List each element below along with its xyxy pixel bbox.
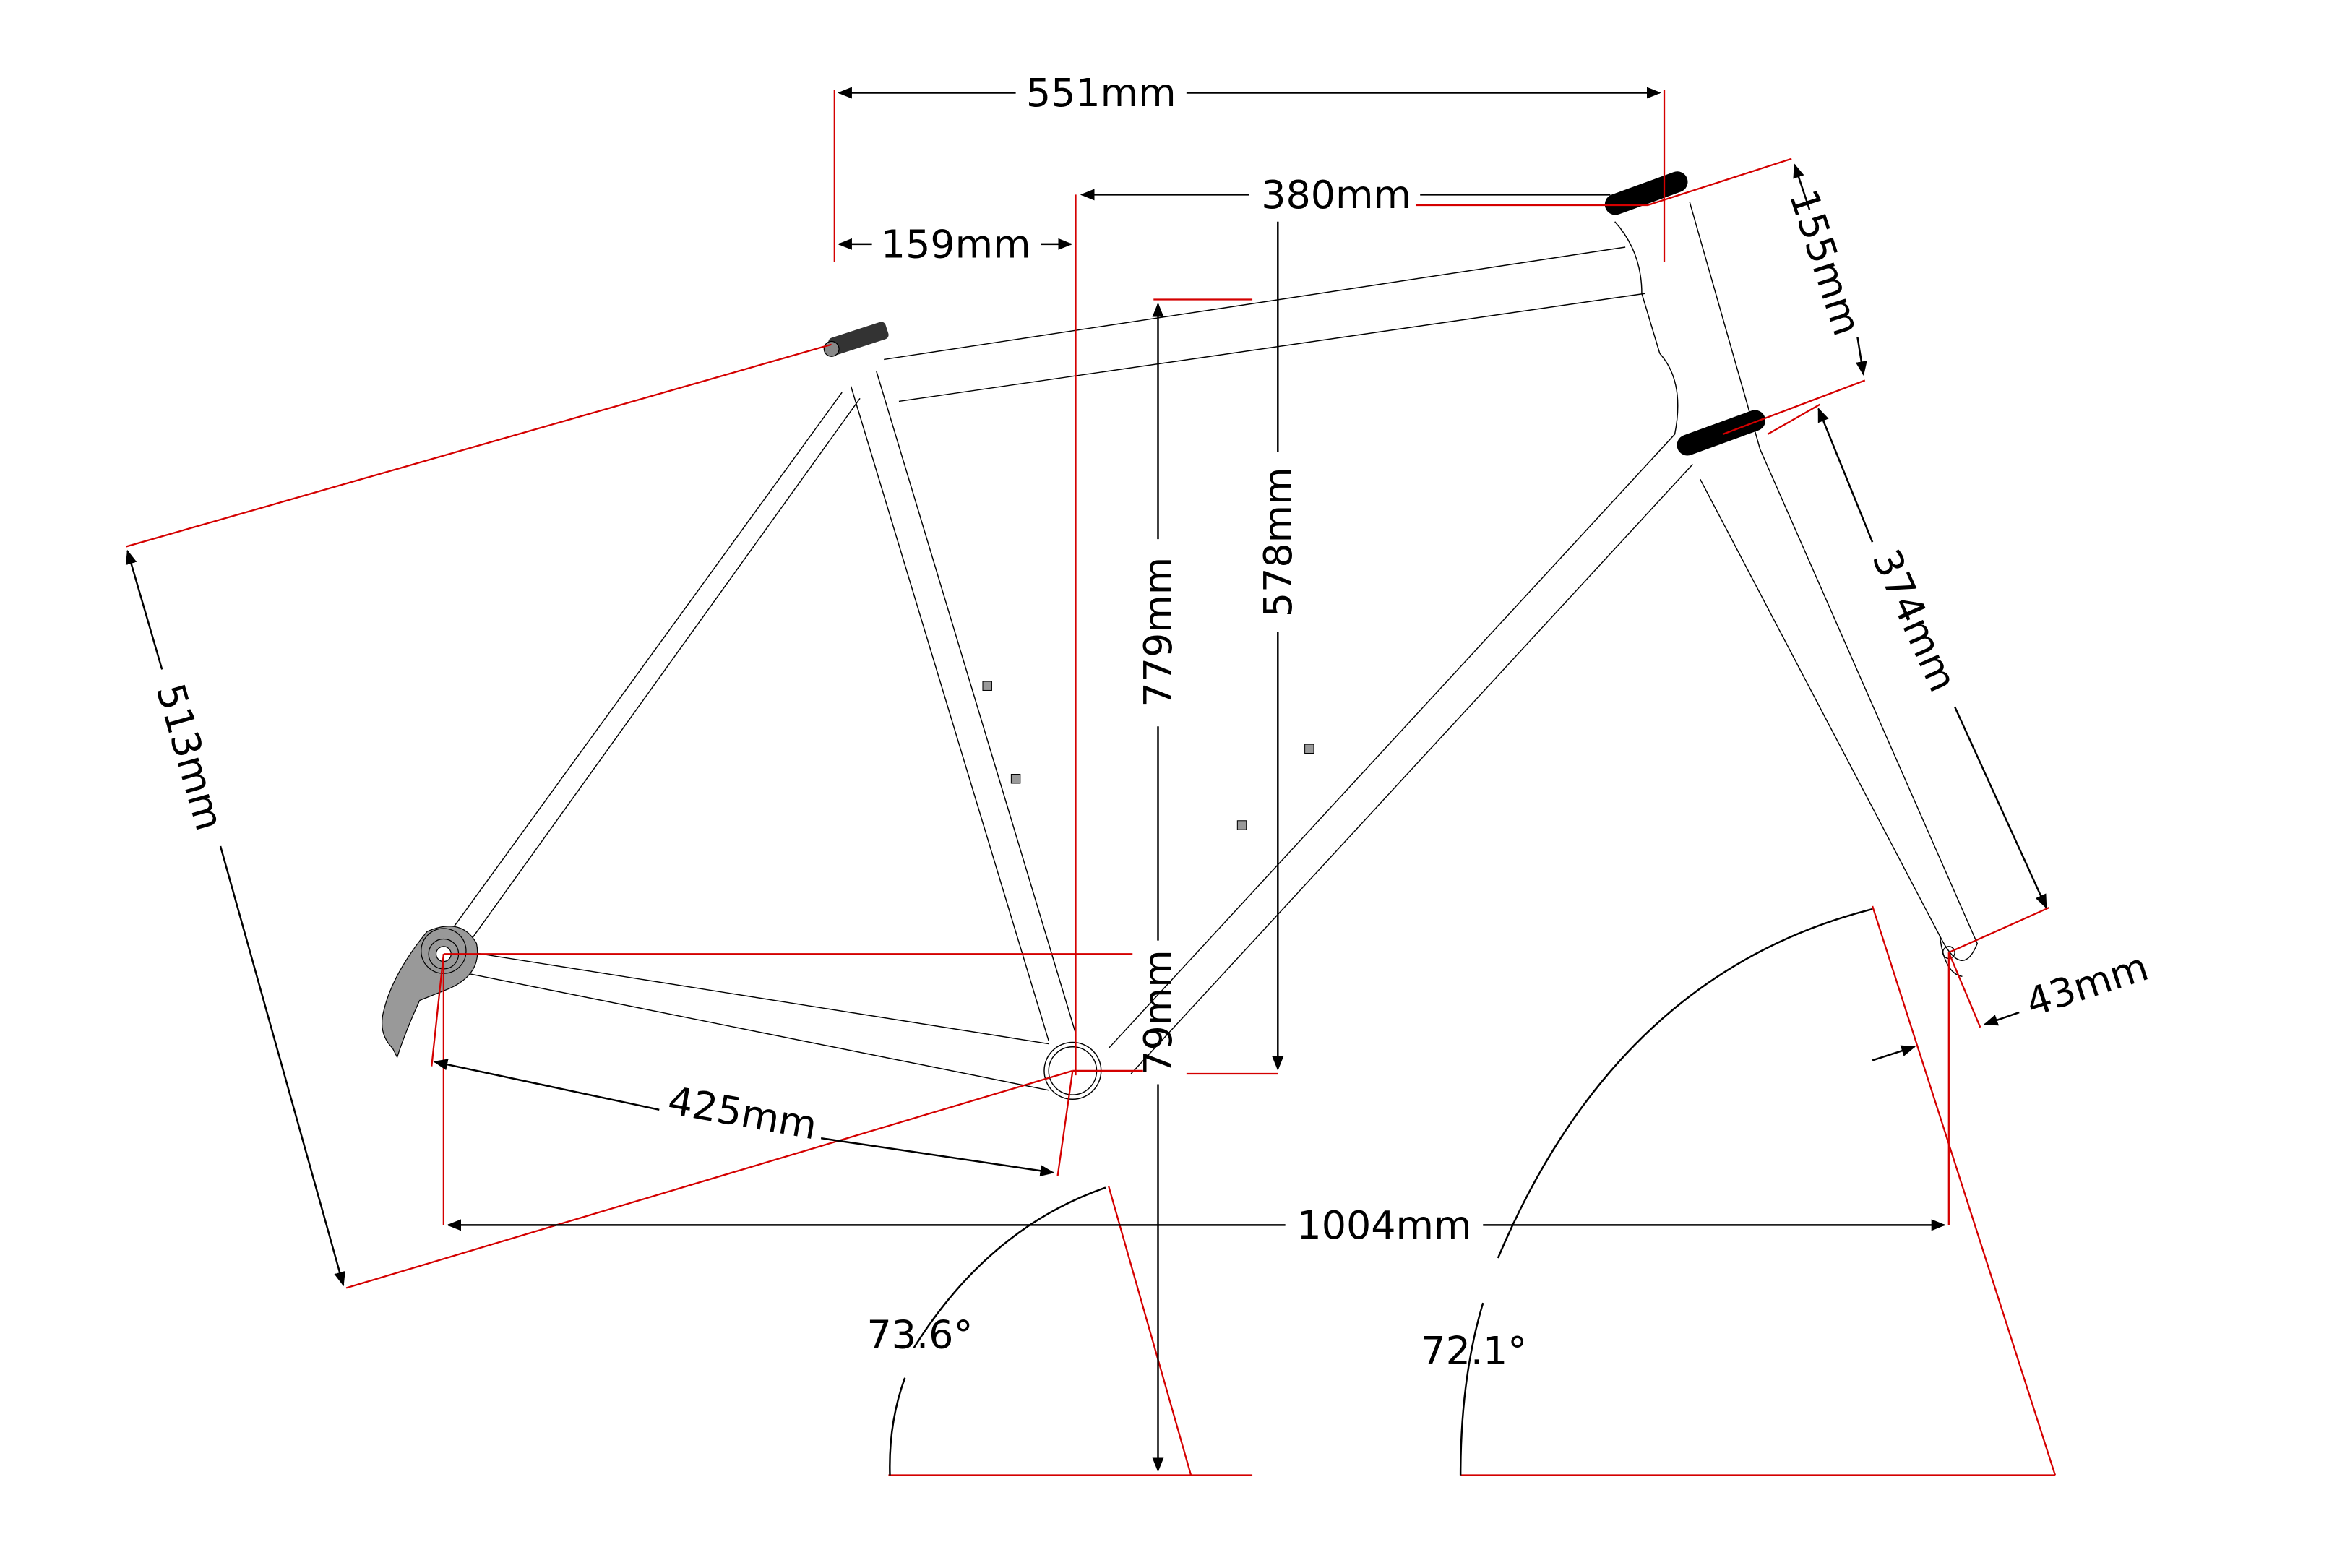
seat-angle-arc-bottom [889,1377,906,1476]
top-tube [884,246,1645,402]
head-angle-arc-top [1497,908,1873,1259]
cable-guides [982,681,1314,830]
construction-lines [126,90,2057,1476]
label-seat-height: 578mm [1255,467,1301,617]
head-tube [1614,202,1761,449]
seat-angle-arc-top [913,1186,1106,1348]
dimension-lines [125,87,2047,1476]
label-bb-drop: 79mm [1135,949,1181,1075]
head-angle-arc-bottom [1459,1302,1484,1476]
label-head-tube: 155mm [1781,184,1870,341]
rear-dropout [382,926,478,1059]
label-wheelbase: 1004mm [1296,1202,1471,1248]
upper-headset [1604,171,1688,215]
down-tube [1108,353,1693,1074]
label-chainstay: 425mm [665,1077,821,1148]
chain-stays [467,952,1049,1091]
label-reach: 551mm [1026,70,1176,116]
seat-stays [452,392,861,942]
dimension-labels: 551mm 380mm 159mm 155mm 374mm 43mm 779mm… [147,70,2153,1374]
label-stack: 779mm [1135,557,1181,707]
seat-tube [850,371,1077,1041]
label-head-angle: 72.1° [1421,1328,1527,1374]
label-seat-tube: 513mm [147,679,233,835]
label-top-380: 380mm [1261,172,1411,217]
label-seat-angle: 73.6° [866,1311,973,1357]
seatpost-clamp [823,322,889,357]
lower-headset [1677,410,1766,456]
fork [1700,449,1978,978]
label-fork-offset: 43mm [2020,944,2153,1026]
label-setback: 159mm [881,221,1031,267]
label-fork-length: 374mm [1863,543,1966,698]
